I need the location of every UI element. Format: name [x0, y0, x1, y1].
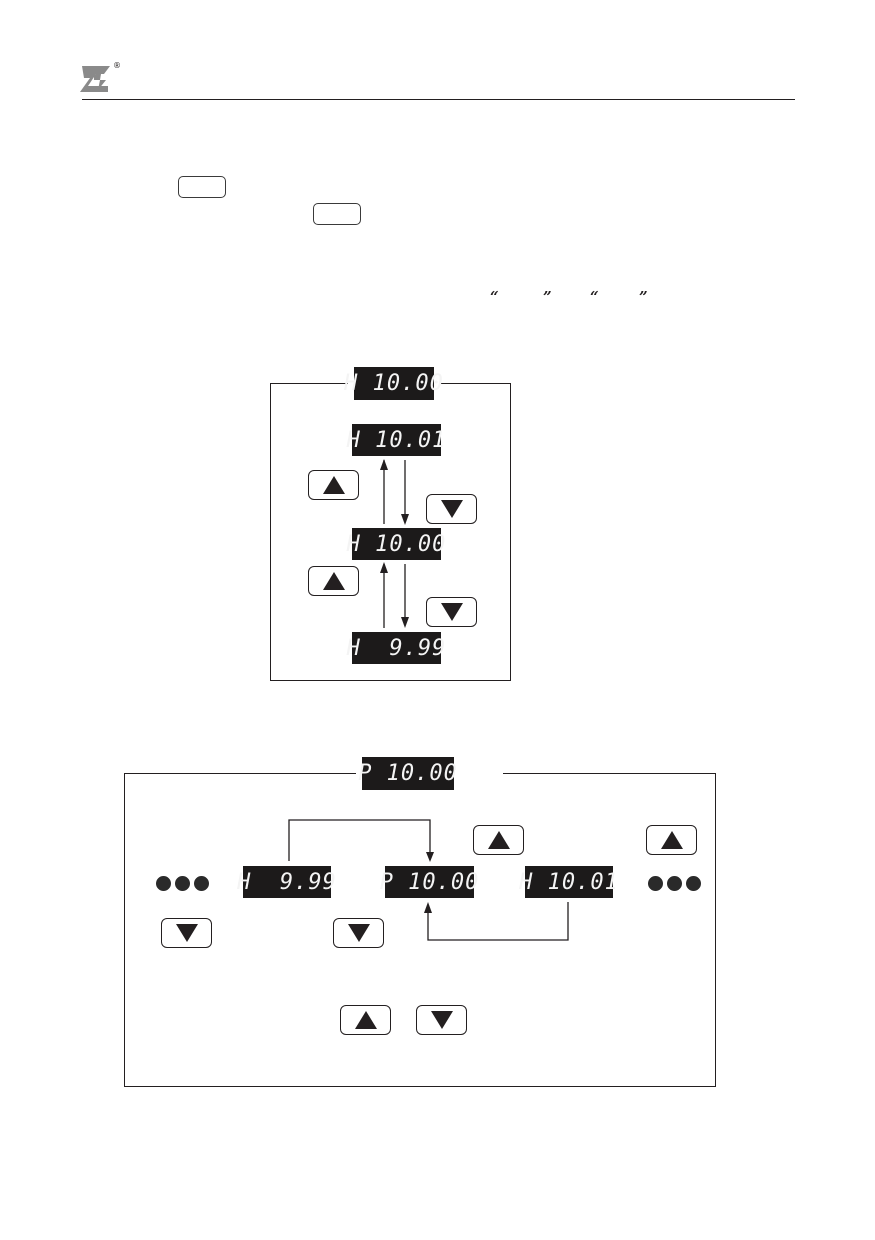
dot: [667, 876, 682, 891]
frame-gap: [455, 770, 503, 776]
up-arrow-icon: [322, 476, 345, 494]
open-quote-2: “: [590, 288, 599, 306]
diagram1-title-display: H 10.00: [344, 367, 443, 400]
open-quote-1: “: [490, 288, 499, 306]
ellipsis-right: [648, 876, 701, 891]
diagram2-down-button-3[interactable]: [416, 1005, 467, 1035]
down-arrow-icon: [440, 500, 463, 518]
up-arrow-icon: [660, 831, 683, 849]
arrowhead-down-2: [401, 617, 409, 628]
diagram2-display-h1001: H 10.01: [519, 866, 618, 898]
arrowhead-up-p1000: [424, 902, 432, 913]
diagram1-up-button-1[interactable]: [308, 470, 359, 500]
up-arrow-icon: [487, 831, 510, 849]
diagram1-down-button-1[interactable]: [426, 494, 477, 524]
down-arrow-icon: [347, 924, 370, 942]
up-arrow-icon: [354, 1011, 377, 1029]
inline-key-2: [313, 203, 361, 225]
ellipsis-left: [156, 876, 209, 891]
diagram2-down-button-2[interactable]: [333, 918, 384, 948]
arrowhead-down-p1000: [426, 852, 434, 862]
diagram2-up-button-1[interactable]: [473, 825, 524, 855]
down-arrow-icon: [175, 924, 198, 942]
close-quote-2: ”: [639, 288, 648, 306]
diagram2-down-button-1[interactable]: [161, 918, 212, 948]
up-arrow-icon: [322, 572, 345, 590]
company-logo: [80, 62, 114, 94]
connector-h999-to-p1000: [288, 819, 431, 861]
arrowhead-up-2: [380, 562, 388, 573]
close-quote-1: ”: [543, 288, 552, 306]
connector-h1001-to-p1000: [427, 902, 569, 941]
header-divider: [82, 99, 795, 100]
diagram2-display-h999: H 9.99: [237, 866, 336, 898]
diagram2-title-display: P 10.00: [356, 757, 460, 790]
diagram2-up-button-3[interactable]: [340, 1005, 391, 1035]
dot: [175, 876, 190, 891]
inline-key-1: [178, 176, 226, 198]
down-arrow-icon: [430, 1011, 453, 1029]
registered-mark: ®: [113, 61, 121, 70]
dot: [648, 876, 663, 891]
arrowhead-down-1: [401, 514, 409, 525]
diagram1-up-button-2[interactable]: [308, 566, 359, 596]
arrowhead-up-1: [380, 459, 388, 470]
diagram2-up-button-2[interactable]: [646, 825, 697, 855]
diagram1-down-button-2[interactable]: [426, 597, 477, 627]
down-arrow-icon: [440, 603, 463, 621]
dot: [156, 876, 171, 891]
dot: [686, 876, 701, 891]
dot: [194, 876, 209, 891]
